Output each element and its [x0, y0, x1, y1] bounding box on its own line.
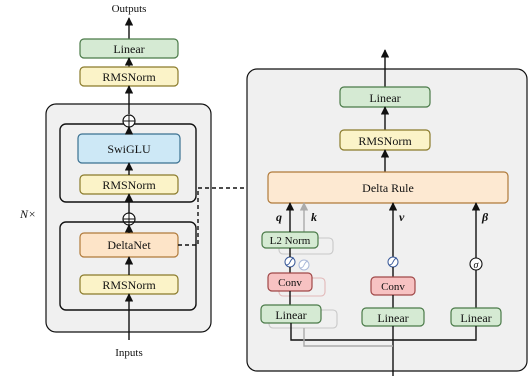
swiglu-label: SwiGLU [107, 142, 151, 156]
left-linear-label: Linear [113, 42, 144, 56]
right-linear-label: Linear [369, 91, 400, 105]
dashed-connector-arrow [178, 183, 269, 246]
input-fanout-k-ghost [303, 328, 393, 347]
beta-label: β [481, 210, 489, 224]
inputs-label: Inputs [115, 347, 143, 359]
left-rmsnorm-mid-label: RMSNorm [102, 178, 156, 192]
right-rmsnorm-label: RMSNorm [358, 134, 412, 148]
input-fanout-line [290, 323, 477, 341]
delta-rule-box [267, 171, 509, 204]
l2norm-label: L2 Norm [270, 235, 311, 247]
k-label: k [311, 210, 317, 224]
linear-qk-label: Linear [275, 308, 306, 322]
deltanet-label: DeltaNet [107, 238, 151, 252]
linear-beta-label: Linear [460, 311, 491, 325]
delta-rule-label: Delta Rule [362, 181, 414, 195]
outputs-label: Outputs [112, 3, 147, 15]
linear-v-label: Linear [377, 311, 408, 325]
left-rmsnorm-top-label: RMSNorm [102, 70, 156, 84]
residual-loop-lower [59, 221, 197, 311]
sigma-label: σ [474, 260, 480, 271]
v-label: v [399, 210, 405, 224]
repeat-label: N× [19, 207, 36, 221]
conv-qk-label: Conv [278, 277, 302, 289]
conv-v-label: Conv [381, 281, 405, 293]
q-label: q [276, 210, 282, 224]
left-rmsnorm-bottom-label: RMSNorm [102, 278, 156, 292]
